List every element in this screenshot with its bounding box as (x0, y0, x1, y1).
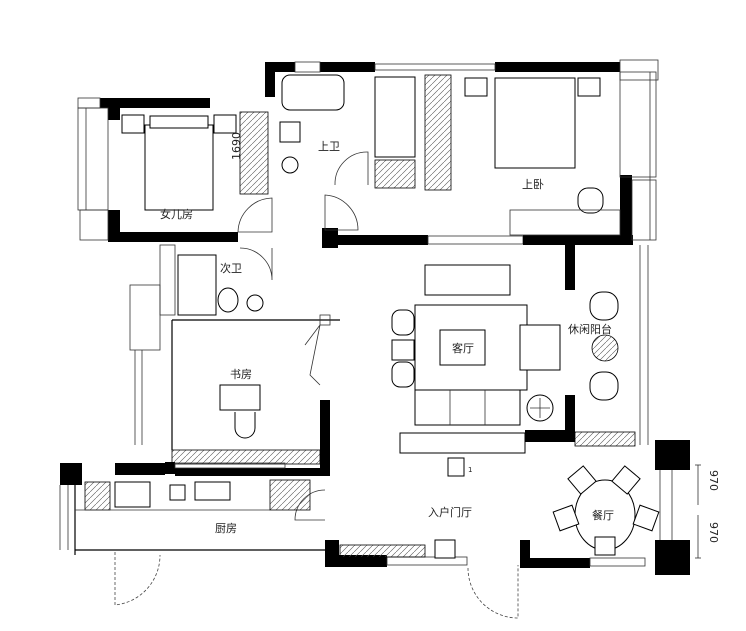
dim-wardrobe-1690: 1690 (230, 132, 243, 160)
label-living-room: 客厅 (452, 341, 474, 355)
entry-mark: 1 (468, 466, 472, 474)
walls (59, 59, 690, 575)
label-entrance-hall: 入户门厅 (428, 505, 472, 519)
label-kitchen: 厨房 (215, 522, 237, 535)
label-dining-room: 餐厅 (592, 508, 614, 522)
furniture (75, 74, 660, 559)
sofa (414, 389, 521, 426)
label-leisure-balcony: 休闲阳台 (568, 322, 612, 336)
study-desk (219, 384, 261, 411)
label-master-bath: 上卫 (318, 140, 340, 153)
bathtub (281, 74, 345, 111)
label-daughter-room: 女儿房 (160, 207, 193, 221)
dim-window-970-upper: 970 (707, 470, 720, 491)
label-master-bedroom: 上卧 (522, 178, 544, 191)
label-second-bath: 次卫 (220, 261, 242, 275)
label-study: 书房 (230, 368, 252, 381)
dim-window-970-lower: 970 (707, 522, 720, 543)
daughter-bed (144, 124, 214, 211)
dimension-lines (695, 464, 701, 559)
master-bed (494, 77, 576, 169)
doors (114, 151, 519, 619)
